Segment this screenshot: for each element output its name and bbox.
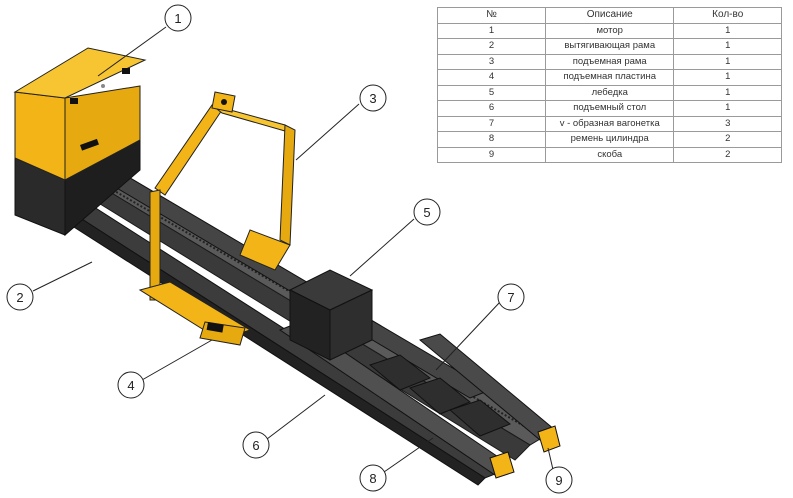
callout-1: 1: [164, 4, 192, 32]
row-description: подъемный стол: [545, 100, 675, 117]
callout-7: 7: [497, 283, 525, 311]
table-row: 9 скоба 2: [436, 146, 782, 163]
row-quantity: 2: [673, 131, 782, 148]
svg-text:7: 7: [507, 290, 514, 305]
row-number: 7: [436, 115, 547, 132]
callout-9: 9: [545, 466, 573, 494]
table-row: 2 вытягивающая рама 1: [436, 38, 782, 55]
table-header-row: № Описание Кол-во: [436, 7, 782, 24]
row-description: скоба: [545, 146, 675, 163]
callout-5: 5: [413, 198, 441, 226]
row-quantity: 1: [673, 84, 782, 101]
table-row: 3 подъемная рама 1: [436, 53, 782, 70]
row-number: 1: [436, 22, 547, 39]
callout-3: 3: [359, 84, 387, 112]
table-row: 1 мотор 1: [436, 22, 782, 39]
svg-text:5: 5: [423, 205, 430, 220]
table-row: 8 ремень цилиндра 2: [436, 131, 782, 148]
row-description: подъемная пластина: [545, 69, 675, 86]
row-number: 9: [436, 146, 547, 163]
callout-8: 8: [359, 464, 387, 492]
row-number: 2: [436, 38, 547, 55]
callout-2: 2: [6, 283, 34, 311]
row-number: 6: [436, 100, 547, 117]
lifting-frame: [149, 91, 296, 301]
row-description: вытягивающая рама: [545, 38, 675, 55]
row-description: ремень цилиндра: [545, 131, 675, 148]
motor-unit: [13, 47, 147, 237]
row-quantity: 1: [673, 100, 782, 117]
callouts: 1 2 3 4 5 6 7 8: [6, 4, 573, 494]
row-description: лебедка: [545, 84, 675, 101]
row-quantity: 1: [673, 38, 782, 55]
leader-lines: [32, 26, 555, 475]
table-row: 4 подъемная пластина 1: [436, 69, 782, 86]
svg-text:9: 9: [555, 473, 562, 488]
svg-text:4: 4: [127, 378, 134, 393]
parts-table: № Описание Кол-во 1 мотор 1 2 вытягивающ…: [436, 7, 782, 163]
callout-4: 4: [117, 371, 145, 399]
svg-text:8: 8: [369, 471, 376, 486]
row-number: 5: [436, 84, 547, 101]
svg-text:2: 2: [16, 290, 23, 305]
svg-text:6: 6: [252, 438, 259, 453]
header-quantity: Кол-во: [673, 7, 782, 24]
table-row: 7 v - образная вагонетка 3: [436, 115, 782, 132]
row-number: 4: [436, 69, 547, 86]
row-quantity: 1: [673, 22, 782, 39]
row-description: подъемная рама: [545, 53, 675, 70]
header-description: Описание: [545, 7, 675, 24]
row-quantity: 2: [673, 146, 782, 163]
row-number: 3: [436, 53, 547, 70]
row-quantity: 1: [673, 69, 782, 86]
table-row: 5 лебедка 1: [436, 84, 782, 101]
row-description: мотор: [545, 22, 675, 39]
row-quantity: 3: [673, 115, 782, 132]
row-description: v - образная вагонетка: [545, 115, 675, 132]
row-number: 8: [436, 131, 547, 148]
lifting-plate: [138, 281, 252, 346]
table-row: 6 подъемный стол 1: [436, 100, 782, 117]
callout-6: 6: [242, 431, 270, 459]
svg-text:3: 3: [369, 91, 376, 106]
winch-unit: [288, 269, 374, 361]
svg-text:1: 1: [174, 11, 181, 26]
header-number: №: [436, 7, 547, 24]
row-quantity: 1: [673, 53, 782, 70]
